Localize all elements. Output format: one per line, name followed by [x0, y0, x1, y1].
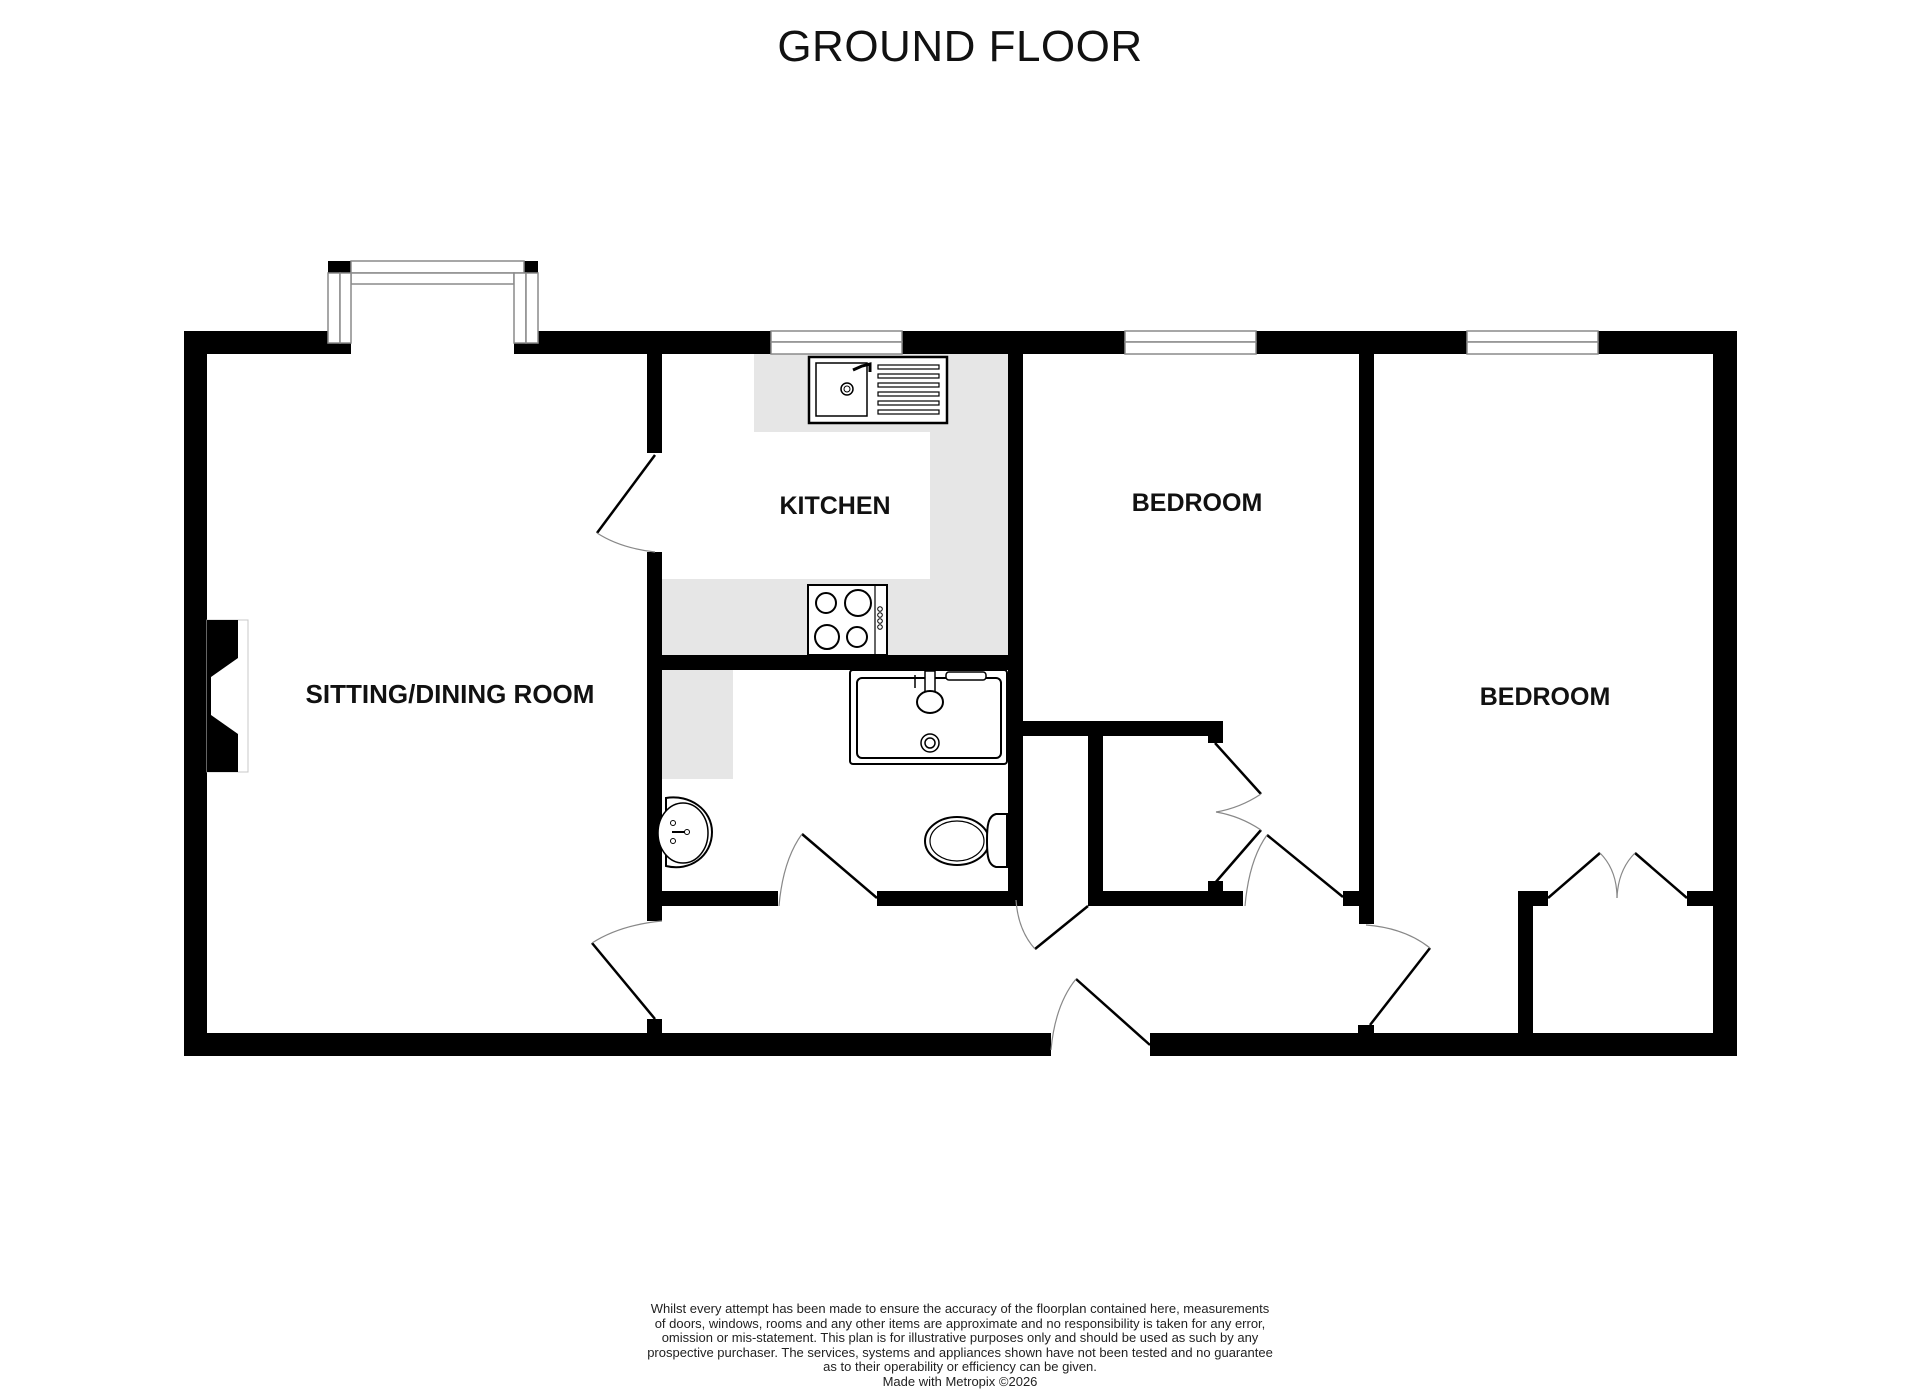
- room-label-sitting-dining: SITTING/DINING ROOM: [306, 679, 595, 709]
- kitchen-window: [770, 330, 903, 355]
- door-cupboard-double[interactable]: [1214, 742, 1262, 884]
- door-bathroom[interactable]: [778, 833, 878, 907]
- walls: [184, 261, 1737, 1056]
- disclaimer: Whilst every attempt has been made to en…: [560, 1301, 1360, 1389]
- outer-wall-top-left: [184, 331, 351, 354]
- wash-basin-icon: [657, 796, 714, 869]
- fireplace-icon: [206, 619, 249, 773]
- kitchen-sink-icon: [807, 355, 949, 425]
- disclaimer-line: omission or mis-statement. This plan is …: [661, 1330, 1259, 1345]
- outer-wall-left: [184, 331, 207, 1056]
- room-label-bedroom-1: BEDROOM: [1132, 489, 1263, 517]
- door-sitting-room[interactable]: [591, 920, 663, 1020]
- credit-text: Made with Metropix ©2026: [882, 1373, 1038, 1389]
- doors: [591, 454, 1688, 1051]
- outer-wall-top-mid: [514, 331, 771, 354]
- disclaimer-line: of doors, windows, rooms and any other i…: [654, 1315, 1266, 1331]
- hob-icon: [807, 584, 888, 656]
- door-hall-inner[interactable]: [1015, 899, 1089, 950]
- bay-window: [327, 260, 539, 344]
- disclaimer-line: as to their operability or efficiency ca…: [823, 1359, 1097, 1374]
- toilet-icon: [924, 813, 1008, 868]
- bedroom-2-window: [1466, 330, 1599, 355]
- outer-wall-bottom-left: [184, 1033, 1051, 1056]
- outer-wall-right: [1713, 331, 1737, 1056]
- door-bedroom-2[interactable]: [1365, 924, 1431, 1026]
- bedroom-1-window: [1124, 330, 1257, 355]
- door-kitchen[interactable]: [595, 454, 657, 553]
- disclaimer-line: Whilst every attempt has been made to en…: [650, 1301, 1270, 1316]
- room-label-kitchen: KITCHEN: [779, 492, 890, 520]
- door-wardrobe-double[interactable]: [1547, 852, 1688, 899]
- room-label-bedroom-2: BEDROOM: [1480, 683, 1611, 711]
- door-front-entrance[interactable]: [1050, 978, 1151, 1051]
- door-bedroom-1[interactable]: [1244, 834, 1344, 907]
- floor-title: GROUND FLOOR: [777, 22, 1143, 71]
- disclaimer-line: prospective purchaser. The services, sys…: [647, 1344, 1273, 1360]
- outer-wall-bottom-right: [1150, 1033, 1737, 1056]
- shower-tray-icon: [849, 669, 1008, 765]
- bathroom-cabinet: [662, 670, 733, 779]
- windows: [327, 260, 1599, 355]
